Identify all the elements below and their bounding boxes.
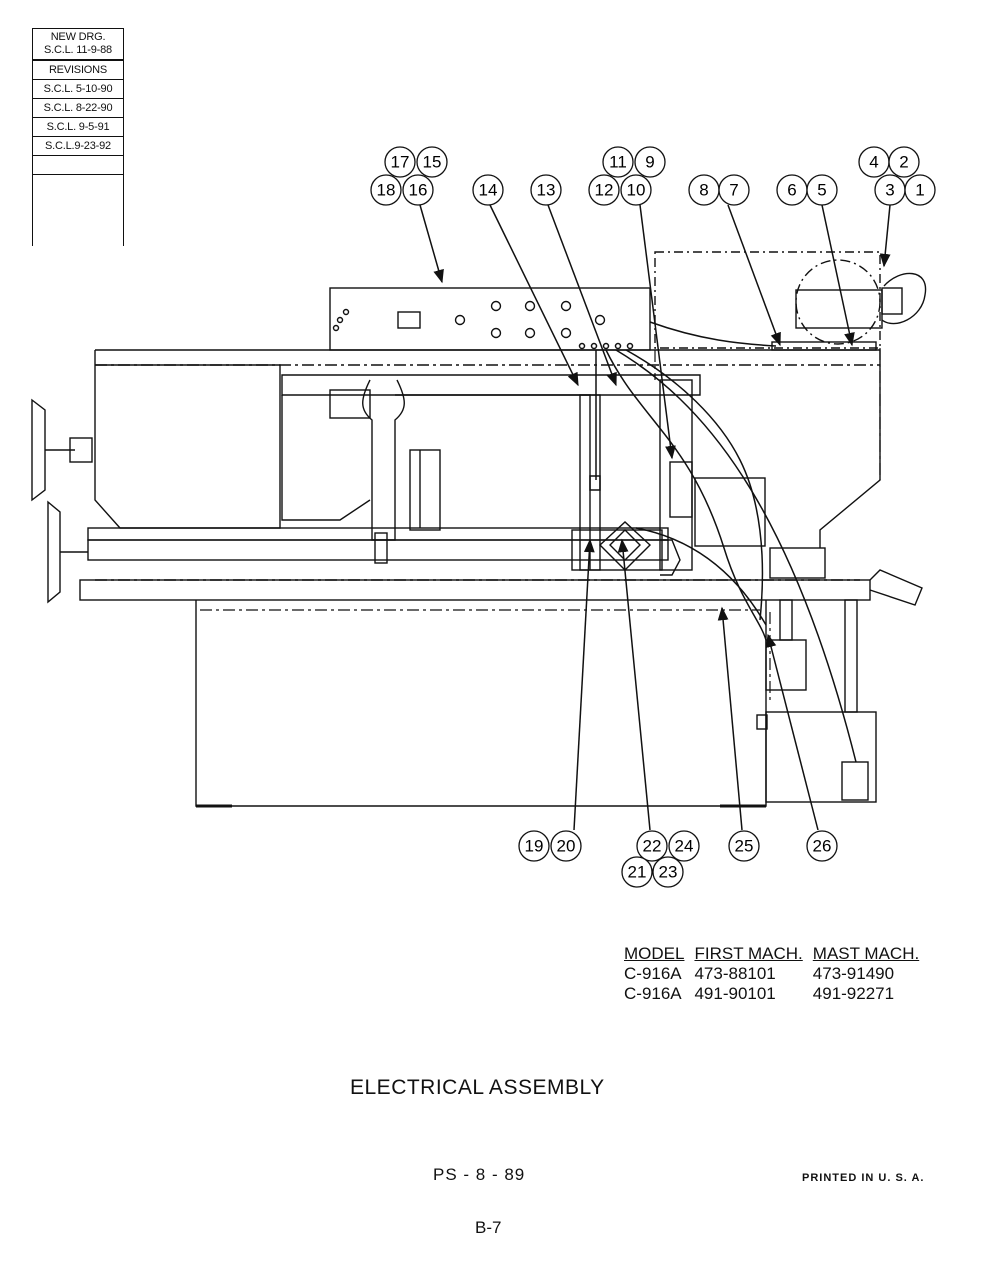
callout-24: 24 bbox=[668, 830, 700, 862]
drawing-title: ELECTRICAL ASSEMBLY bbox=[350, 1076, 605, 1099]
printed-notice: PRINTED IN U. S. A. bbox=[802, 1172, 925, 1184]
svg-text:9: 9 bbox=[645, 153, 654, 172]
svg-text:24: 24 bbox=[675, 837, 694, 856]
revisions-header: REVISIONS bbox=[33, 60, 123, 80]
last-machine-header: MAST MACH. bbox=[812, 944, 920, 963]
callout-17: 17 bbox=[384, 146, 416, 178]
new-drawing-date: S.C.L. 11-9-88 bbox=[44, 44, 112, 56]
model-cell: C-916A bbox=[624, 964, 682, 983]
new-drawing-label: NEW DRG. bbox=[50, 31, 106, 43]
model-cell: C-916A bbox=[624, 984, 682, 1003]
callout-3: 3 bbox=[874, 174, 906, 206]
control-box bbox=[329, 287, 651, 351]
page-number: B-7 bbox=[475, 1218, 502, 1237]
callout-5: 5 bbox=[806, 174, 838, 206]
callout-13: 13 bbox=[530, 174, 562, 206]
svg-text:15: 15 bbox=[423, 153, 442, 172]
svg-text:21: 21 bbox=[628, 863, 647, 882]
machine-outline bbox=[31, 251, 927, 808]
svg-text:20: 20 bbox=[557, 837, 576, 856]
callout-19: 19 bbox=[518, 830, 550, 862]
callout-22: 22 bbox=[636, 830, 668, 862]
callout-18: 18 bbox=[370, 174, 402, 206]
revision-entry: S.C.L. 5-10-90 bbox=[33, 80, 123, 99]
svg-text:26: 26 bbox=[813, 837, 832, 856]
first-machine-cell: 491-90101 bbox=[694, 984, 776, 1003]
svg-text:13: 13 bbox=[537, 181, 556, 200]
callout-9: 9 bbox=[634, 146, 666, 178]
callout-15: 15 bbox=[416, 146, 448, 178]
svg-text:22: 22 bbox=[643, 837, 662, 856]
svg-text:19: 19 bbox=[525, 837, 544, 856]
revision-entry: S.C.L. 8-22-90 bbox=[33, 99, 123, 118]
svg-text:11: 11 bbox=[609, 153, 627, 172]
first-machine-cell: 473-88101 bbox=[694, 964, 776, 983]
callout-14: 14 bbox=[472, 174, 504, 206]
callout-26: 26 bbox=[806, 830, 838, 862]
svg-text:18: 18 bbox=[377, 181, 396, 200]
revision-block: NEW DRG. S.C.L. 11-9-88 REVISIONS S.C.L.… bbox=[32, 28, 124, 246]
last-machine-cell: 473-91490 bbox=[812, 964, 895, 983]
callout-10: 10 bbox=[620, 174, 652, 206]
svg-text:12: 12 bbox=[595, 181, 614, 200]
svg-text:2: 2 bbox=[899, 153, 908, 172]
svg-text:16: 16 bbox=[409, 181, 428, 200]
table-row: C-916A 491-90101 491-92271 bbox=[624, 984, 929, 1004]
revision-entry-blank bbox=[33, 156, 123, 175]
ps-number: PS - 8 - 89 bbox=[433, 1165, 526, 1184]
model-header: MODEL bbox=[624, 944, 685, 963]
new-drawing-cell: NEW DRG. S.C.L. 11-9-88 bbox=[33, 28, 123, 60]
revision-entry: S.C.L. 9-5-91 bbox=[33, 118, 123, 137]
callout-25: 25 bbox=[728, 830, 760, 862]
callout-8: 8 bbox=[688, 174, 720, 206]
callout-21: 21 bbox=[621, 856, 653, 888]
leader-lines bbox=[419, 204, 891, 831]
svg-text:10: 10 bbox=[627, 181, 646, 200]
callout-20: 20 bbox=[550, 830, 582, 862]
callout-16: 16 bbox=[402, 174, 434, 206]
svg-text:3: 3 bbox=[885, 181, 894, 200]
svg-text:5: 5 bbox=[817, 181, 826, 200]
callout-11: 11 bbox=[602, 146, 634, 178]
svg-text:25: 25 bbox=[735, 837, 754, 856]
svg-text:6: 6 bbox=[787, 181, 796, 200]
svg-text:17: 17 bbox=[391, 153, 410, 172]
callout-12: 12 bbox=[588, 174, 620, 206]
first-machine-header: FIRST MACH. bbox=[694, 944, 803, 963]
table-row: C-916A 473-88101 473-91490 bbox=[624, 964, 929, 984]
callout-4: 4 bbox=[858, 146, 890, 178]
revision-entry: S.C.L.9-23-92 bbox=[33, 137, 123, 156]
callout-7: 7 bbox=[718, 174, 750, 206]
model-serial-table: MODEL FIRST MACH. MAST MACH. C-916A 473-… bbox=[624, 944, 929, 1004]
hidden-lines bbox=[200, 348, 881, 700]
callout-2: 2 bbox=[888, 146, 920, 178]
svg-text:14: 14 bbox=[479, 181, 498, 200]
callout-1: 1 bbox=[904, 174, 936, 206]
svg-text:4: 4 bbox=[869, 153, 878, 172]
last-machine-cell: 491-92271 bbox=[812, 984, 895, 1003]
callout-23: 23 bbox=[652, 856, 684, 888]
svg-text:23: 23 bbox=[659, 863, 678, 882]
svg-text:7: 7 bbox=[729, 181, 738, 200]
callout-6: 6 bbox=[776, 174, 808, 206]
svg-text:8: 8 bbox=[699, 181, 708, 200]
svg-text:1: 1 bbox=[915, 181, 924, 200]
